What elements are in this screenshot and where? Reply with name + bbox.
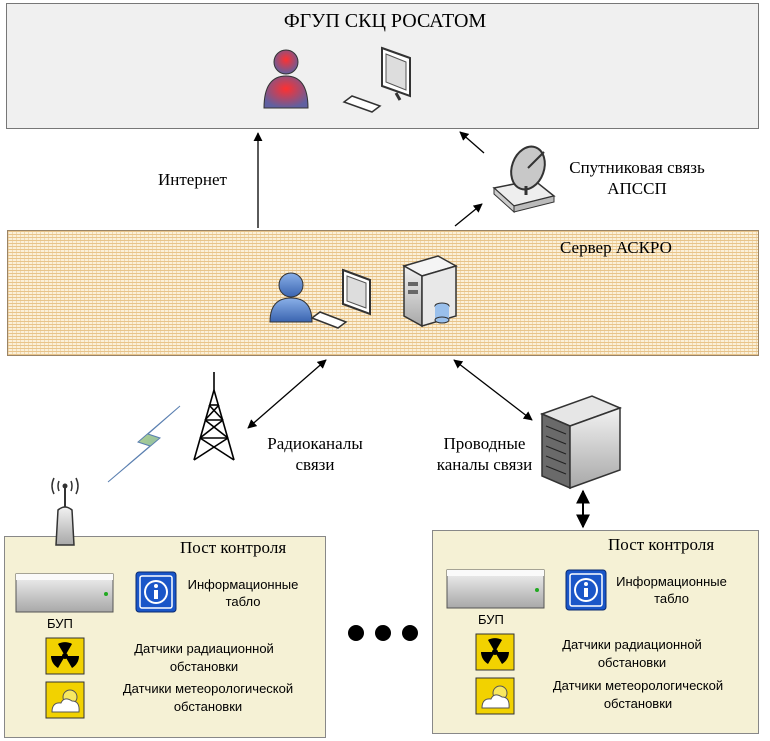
post-left-title: Пост контроля (180, 538, 287, 557)
wired-label: Проводные каналы связи (422, 433, 547, 475)
post-right-info-line2: табло (654, 591, 689, 606)
post-right-title: Пост контроля (608, 535, 715, 554)
post-right-bup-label: БУП (478, 612, 504, 627)
post-right-met-line2: обстановки (603, 696, 673, 711)
wired-label-line1: Проводные (443, 434, 526, 453)
wired-arrow (453, 359, 533, 421)
post-right-info-icon (565, 569, 607, 611)
satellite-arrows (454, 131, 485, 227)
server-tower-icon (402, 255, 458, 328)
post-left-rad-label: Датчики радиационной обстановки (100, 640, 308, 676)
internet-label: Интернет (158, 170, 227, 189)
computer-server-icon (310, 268, 371, 329)
post-left-bup-label: БУП (47, 616, 73, 631)
post-right-met-label: Датчики метеорологической обстановки (522, 677, 754, 713)
user-blue-icon (269, 272, 313, 323)
post-right-weather-icon (475, 677, 515, 715)
post-left-met-line2: обстановки (173, 699, 243, 714)
post-left-rad-line1: Датчики радиационной (134, 641, 274, 656)
rosatom-title: ФГУП СКЦ РОСАТОМ (283, 10, 487, 32)
satellite-label-line2: АПССП (607, 179, 667, 198)
post-right-rad-line2: обстановки (597, 655, 667, 670)
post-left-weather-icon (45, 681, 85, 719)
post-right-info-label: Информационные табло (604, 573, 739, 607)
ellipsis-dots (348, 625, 418, 641)
post-right-info-line1: Информационные (616, 574, 727, 589)
user-red-icon (263, 49, 309, 109)
radio-label-line2: связи (295, 455, 335, 474)
post-left-info-label: Информационные табло (178, 576, 308, 610)
radio-label: Радиоканалы связи (255, 433, 375, 475)
antenna-icon (51, 477, 79, 546)
post-left-met-line1: Датчики метеорологической (122, 681, 294, 696)
radio-label-line1: Радиоканалы (267, 434, 363, 453)
post-left-info-line1: Информационные (187, 577, 299, 592)
computer-top-icon (342, 46, 411, 113)
network-rack-icon (539, 395, 623, 490)
post-right-rad-line1: Датчики радиационной (562, 637, 702, 652)
lightning-icon (107, 405, 181, 483)
satellite-dish-icon (492, 145, 556, 214)
post-left-rad-line2: обстановки (169, 659, 239, 674)
post-left-info-line2: табло (225, 594, 261, 609)
satellite-label-line1: Спутниковая связь (569, 158, 705, 177)
post-left-bup-icon (15, 573, 114, 613)
post-right-radiation-icon (475, 633, 515, 671)
radio-arrow (247, 359, 327, 429)
server-title: Сервер АСКРО (560, 238, 672, 257)
post-left-info-icon (135, 571, 177, 613)
radio-tower-icon (193, 372, 235, 461)
post-left-met-label: Датчики метеорологической обстановки (96, 680, 320, 716)
satellite-label: Спутниковая связь АПССП (552, 157, 722, 199)
server-box (7, 230, 759, 356)
post-right-bup-icon (446, 569, 545, 609)
post-right-rad-label: Датчики радиационной обстановки (528, 636, 736, 672)
post-left-radiation-icon (45, 637, 85, 675)
wired-label-line2: каналы связи (436, 455, 533, 474)
post-right-met-line1: Датчики метеорологической (552, 678, 724, 693)
